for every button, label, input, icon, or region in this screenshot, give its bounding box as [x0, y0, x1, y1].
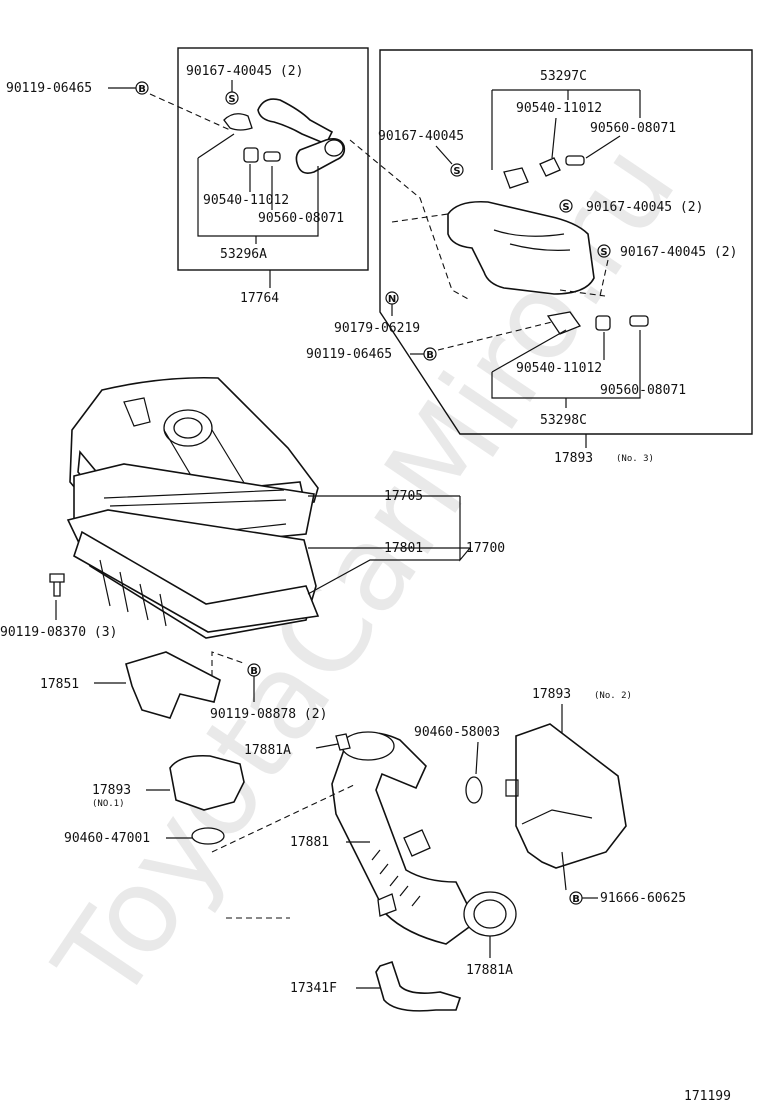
grommet-part — [465, 776, 483, 804]
label-90119-08370: 90119-08370 (3) — [0, 625, 117, 640]
label-17700: 17700 — [466, 541, 505, 556]
label-90119-06465-mid: 90119-06465 — [306, 347, 392, 362]
air-cleaner-case-part — [66, 509, 320, 639]
label-17893-no2: 17893 — [532, 687, 571, 702]
intake-hose-part — [257, 98, 334, 146]
cushion-part — [263, 151, 281, 162]
label-17764: 17764 — [240, 291, 279, 306]
svg-text:B: B — [572, 894, 580, 905]
label-90460-47001: 90460-47001 — [64, 831, 150, 846]
label-17881a-upper: 17881A — [244, 743, 291, 758]
label-90540-11012-c: 90540-11012 — [516, 361, 602, 376]
label-17851: 17851 — [40, 677, 79, 692]
box-17764-frame — [177, 47, 369, 271]
cushion-part — [629, 315, 649, 327]
label-90167-40045-e: 90167-40045 (2) — [620, 245, 737, 260]
badge-n-icon: N — [385, 291, 399, 305]
label-53298c: 53298C — [540, 413, 587, 428]
svg-text:S: S — [453, 166, 460, 177]
small-hose-part — [375, 960, 462, 1012]
label-90560-08071-c: 90560-08071 — [600, 383, 686, 398]
label-90560-08071-b: 90560-08071 — [590, 121, 676, 136]
label-17893-no3-note: (No. 3) — [616, 454, 654, 464]
label-91666-60625: 91666-60625 — [600, 891, 686, 906]
label-90460-58003: 90460-58003 — [414, 725, 500, 740]
label-90119-08878: 90119-08878 (2) — [210, 707, 327, 722]
clamp-part — [546, 311, 582, 335]
bolt-washer-part — [49, 573, 65, 597]
page-code: 171199 — [684, 1089, 731, 1104]
label-17893-no1: 17893 — [92, 783, 131, 798]
svg-text:B: B — [426, 350, 434, 361]
label-53296a: 53296A — [220, 247, 267, 262]
badge-b-icon: B — [135, 81, 149, 95]
label-90560-08071-a: 90560-08071 — [258, 211, 344, 226]
badge-s-icon: S — [597, 244, 611, 258]
label-90540-11012-b: 90540-11012 — [516, 101, 602, 116]
box-17893-no3-frame — [379, 49, 753, 435]
hose-clamp-part — [223, 113, 253, 131]
label-17893-no3: 17893 — [554, 451, 593, 466]
label-17801: 17801 — [384, 541, 423, 556]
badge-s-icon: S — [225, 91, 239, 105]
grommet-part — [243, 147, 259, 163]
svg-text:S: S — [600, 247, 607, 258]
clamp-part — [335, 733, 351, 751]
svg-text:N: N — [388, 294, 396, 305]
clamp-part — [503, 167, 529, 189]
label-17881a-lower: 17881A — [466, 963, 513, 978]
bracket-part — [125, 651, 221, 719]
label-90119-06465-top: 90119-06465 — [6, 81, 92, 96]
badge-b-icon: B — [423, 347, 437, 361]
label-53297c: 53297C — [540, 69, 587, 84]
label-17893-no1-note: (NO.1) — [92, 799, 125, 809]
intake-hose-part — [331, 731, 517, 945]
grommet-part — [191, 827, 225, 845]
resonator-no3-part — [447, 200, 595, 295]
svg-text:B: B — [138, 84, 146, 95]
svg-text:S: S — [228, 94, 235, 105]
label-90167-40045-d: 90167-40045 (2) — [586, 200, 703, 215]
resonator-no2-part — [515, 723, 627, 869]
label-90167-40045-2: 90167-40045 (2) — [186, 64, 303, 79]
svg-text:S: S — [562, 202, 569, 213]
label-90540-11012-a: 90540-11012 — [203, 193, 289, 208]
grommet-part — [595, 315, 611, 331]
grommet-part — [539, 157, 561, 177]
label-17893-no2-note: (No. 2) — [594, 691, 632, 701]
badge-b-icon: B — [569, 891, 583, 905]
resonator-no1-part — [169, 754, 245, 811]
label-17881: 17881 — [290, 835, 329, 850]
label-90167-40045-c: 90167-40045 — [378, 129, 464, 144]
label-17341f: 17341F — [290, 981, 337, 996]
svg-text:B: B — [250, 666, 258, 677]
badge-s-icon: S — [559, 199, 573, 213]
badge-s-icon: S — [450, 163, 464, 177]
cushion-part — [565, 155, 585, 166]
label-90179-06219: 90179-06219 — [334, 321, 420, 336]
label-17705: 17705 — [384, 489, 423, 504]
